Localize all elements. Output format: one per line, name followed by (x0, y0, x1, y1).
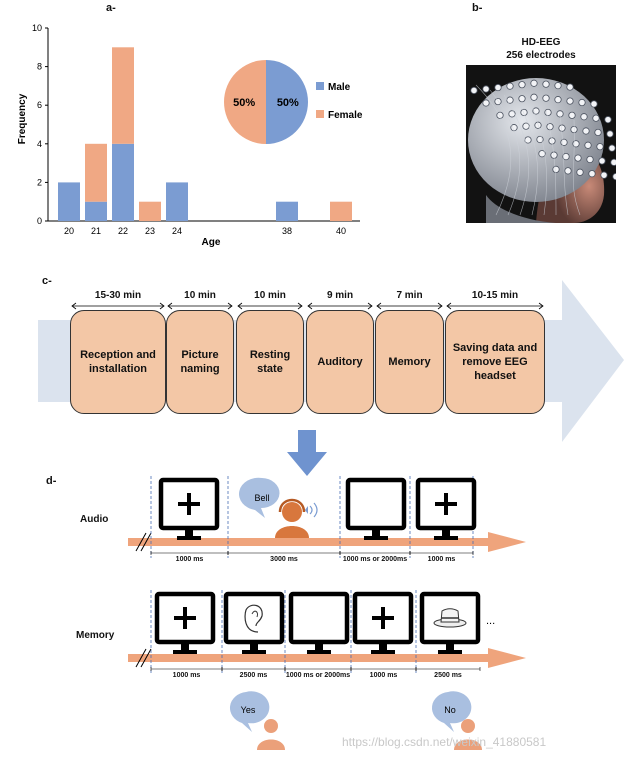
stage-box: Saving data and remove EEG headset (445, 310, 545, 414)
panel-d-letter: d- (46, 475, 57, 487)
memory-label: Memory (76, 630, 115, 641)
stage-label: Auditory (317, 356, 363, 368)
duration-label: 1000 ms (427, 556, 456, 563)
stage-box: Resting state (236, 310, 304, 414)
duration-label: 2500 ms (434, 672, 462, 679)
x-tick-label: 23 (145, 226, 155, 236)
bar-male-21 (85, 201, 107, 221)
pie-label-male: 50% (277, 97, 299, 109)
no-responder-icon (454, 719, 482, 750)
bar-male-20 (58, 182, 80, 221)
memory-ear-monitor (223, 591, 285, 654)
y-tick-label: 4 (37, 139, 42, 149)
memory-time-arrow (128, 648, 526, 668)
audio-time-arrow (128, 532, 526, 552)
panel-c-letter: c- (42, 275, 52, 287)
duration-label: 1000 ms (172, 672, 201, 679)
stage-duration: 10-15 min (471, 290, 519, 301)
stage-label: Saving data and remove EEG headset (452, 342, 538, 382)
pie-label-female: 50% (233, 97, 255, 109)
stage-label: Resting state (249, 349, 291, 375)
legend-swatch-female (316, 110, 324, 118)
pie-slice-female (224, 60, 266, 144)
yes-responder-icon (257, 719, 285, 750)
eeg-title: HD-EEG (521, 37, 561, 48)
stage-duration: 15-30 min (94, 290, 142, 301)
y-tick-label: 0 (37, 216, 42, 226)
listener-headphones-icon (275, 498, 318, 538)
bar-female-40 (330, 201, 352, 221)
eeg-subtitle: 256 electrodes (506, 50, 576, 61)
duration-label: 1000 ms or 2000ms (285, 672, 351, 679)
y-tick-label: 10 (32, 23, 42, 33)
no-speech-bubble (431, 691, 472, 732)
x-tick-label: 40 (336, 226, 346, 236)
x-tick-label: 24 (172, 226, 182, 236)
memory-hat-monitor (419, 591, 481, 654)
yes-speech-bubble (229, 691, 270, 732)
stage-box: Auditory (306, 310, 374, 414)
audio-fixation-monitor-2 (415, 477, 477, 540)
eeg-headset-photo (466, 65, 616, 223)
x-tick-label: 22 (118, 226, 128, 236)
stage-duration: 10 min (184, 290, 216, 301)
audio-fixation-monitor (158, 477, 220, 540)
y-tick-label: 8 (37, 62, 42, 72)
no-text: No (444, 705, 456, 715)
audio-label: Audio (80, 514, 109, 525)
stage-box: Reception and installation (70, 310, 166, 414)
panel-b-letter: b- (472, 2, 483, 14)
pie-slice-male (266, 60, 308, 144)
bell-text: Bell (254, 493, 269, 503)
x-tick-label: 21 (91, 226, 101, 236)
stage-duration: 10 min (254, 290, 286, 301)
y-axis-label: Frequency (17, 93, 28, 144)
panel-a-letter: a- (106, 2, 116, 14)
legend-label-female: Female (328, 110, 363, 121)
duration-label: 3000 ms (270, 556, 298, 563)
stage-duration: 9 min (326, 290, 354, 301)
trial-sequences: Bell Yes No ... (128, 476, 526, 750)
legend-swatch-male (316, 82, 324, 90)
ellipsis: ... (486, 615, 495, 627)
stage-duration: 7 min (396, 290, 423, 301)
bell-speech-bubble (238, 477, 280, 518)
bar-female-21 (85, 143, 107, 202)
x-tick-label: 38 (282, 226, 292, 236)
bar-male-24 (166, 182, 188, 221)
stage-box: Picture naming (166, 310, 234, 414)
memory-fixation-monitor (154, 591, 216, 654)
audio-blank-monitor (345, 477, 407, 540)
bar-male-38 (276, 201, 298, 221)
duration-label: 1000 ms (175, 556, 204, 563)
x-axis-label: Age (202, 237, 221, 248)
bar-female-23 (139, 201, 161, 221)
memory-blank-monitor (288, 591, 350, 654)
stage-label: Reception and installation (80, 349, 156, 375)
bar-female-22 (112, 47, 134, 144)
memory-fixation-monitor-2 (352, 591, 414, 654)
x-tick-label: 20 (64, 226, 74, 236)
y-tick-label: 6 (37, 100, 42, 110)
y-tick-label: 2 (37, 177, 42, 187)
stage-label: Memory (388, 356, 431, 368)
stage-box: Memory (375, 310, 444, 414)
stage-label: Picture naming (180, 349, 220, 375)
watermark: https://blog.csdn.net/weixin_41880581 (342, 735, 547, 749)
bar-male-22 (112, 143, 134, 221)
yes-text: Yes (241, 705, 256, 715)
duration-label: 1000 ms or 2000ms (342, 556, 408, 563)
duration-label: 1000 ms (369, 672, 398, 679)
duration-label: 2500 ms (239, 672, 268, 679)
legend-label-male: Male (328, 82, 351, 93)
